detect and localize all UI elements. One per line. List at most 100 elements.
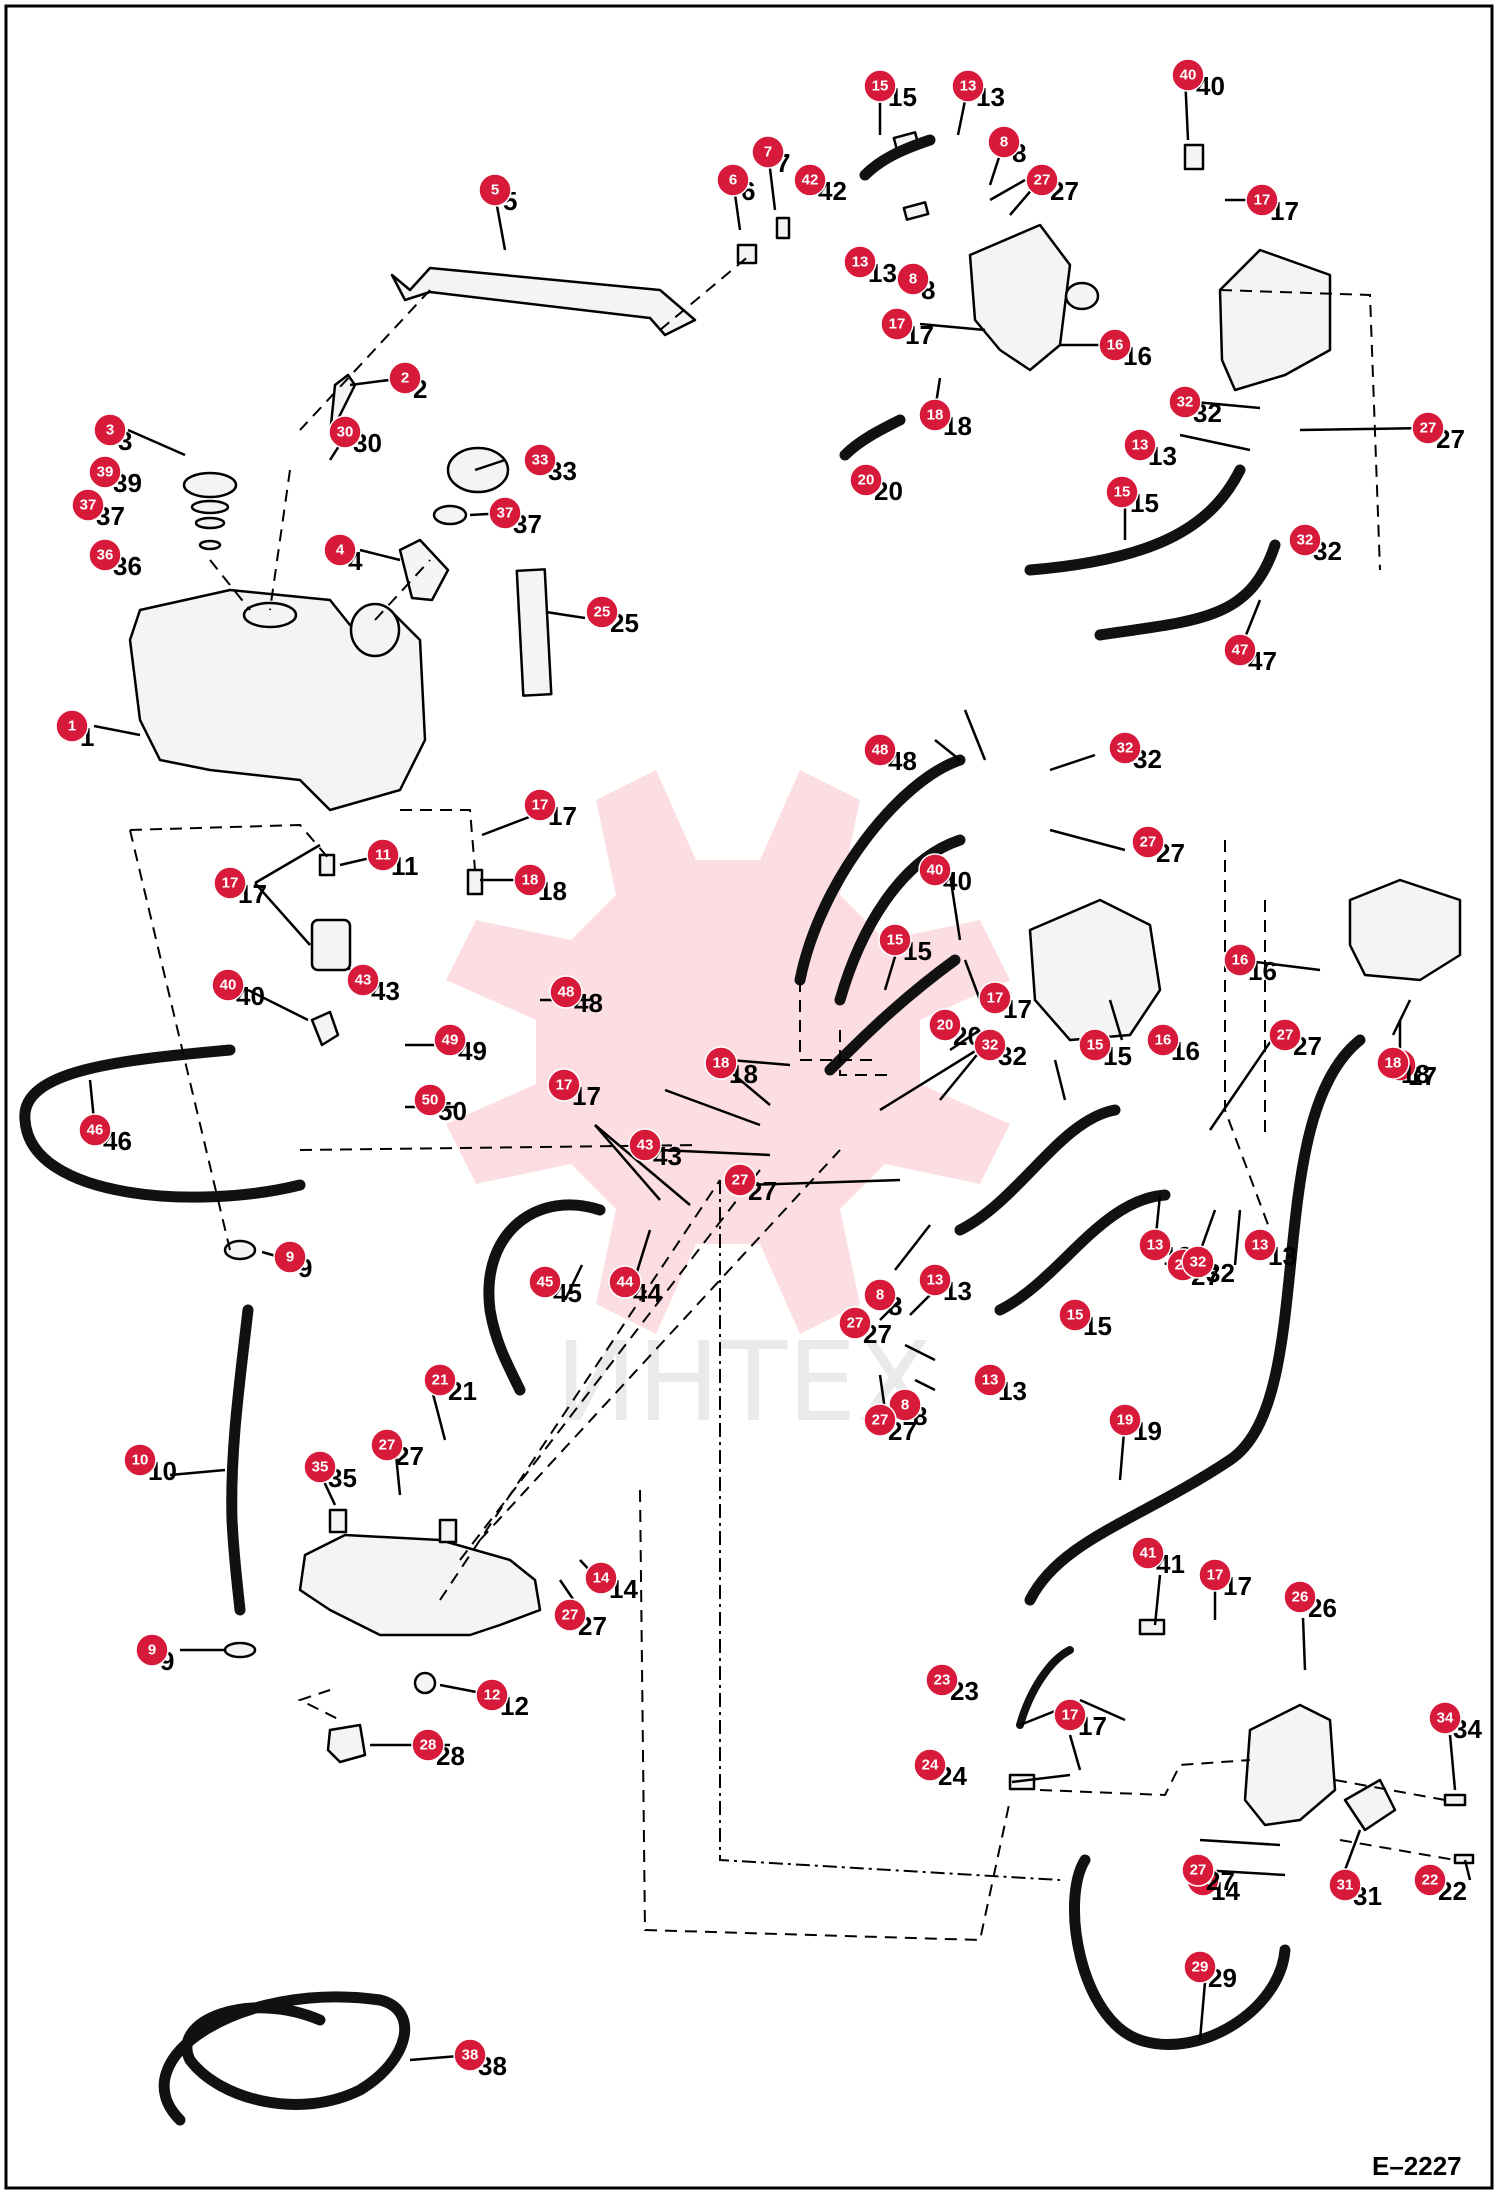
callout-bubble [1268,1018,1302,1052]
callout-number: 27 [872,1412,889,1429]
callout-1: 11 [55,709,94,752]
motor-shaft [1064,281,1100,311]
callout-number: 8 [1000,134,1008,151]
callout-bubble [1025,163,1059,197]
callout-number: 17 [1254,192,1271,209]
callout-bubble [863,1278,897,1312]
callout-bubble [478,173,512,207]
callout-bubble [135,1633,169,1667]
hydraulic-tank [128,588,427,812]
callout-number: 26 [1292,1589,1309,1606]
callout-number: 27 [1420,420,1437,437]
callout-bubble [978,981,1012,1015]
callout-number: 41 [1140,1545,1157,1562]
callout-bubble [878,923,912,957]
callout-bubble [987,125,1021,159]
hose-15-right-lower [994,1189,1171,1316]
callout-number: 35 [312,1459,329,1476]
callout-number: 16 [1107,337,1124,354]
clamp-9-upper [223,1239,257,1261]
hose-15-mid [834,834,966,1006]
callout-bubble [973,1363,1007,1397]
callout-number: 40 [1180,67,1197,84]
callout-bubble [1108,731,1142,765]
plate-31 [1343,1778,1397,1832]
callout-bubble [716,163,750,197]
callout-bubble [93,413,127,447]
dash-valve-left [1039,1759,1251,1797]
dash-tank-dipstick [269,469,291,611]
callout-bubble [863,1403,897,1437]
callout-bubble [973,1028,1007,1062]
callout-bubble [523,788,557,822]
callout-number: 18 [713,1055,730,1072]
hose-48 [794,754,966,986]
callout-bubble [751,135,785,169]
hose-10 [226,1304,254,1616]
callout-bubble [1183,1950,1217,1984]
callout-number: 25 [594,604,611,621]
pump-port-27 [328,1508,348,1534]
filter-43 [310,918,352,972]
callout-bubble [78,1113,112,1147]
callout-number: 8 [901,1397,909,1414]
callout-bubble [793,163,827,197]
callout-bubble [1098,328,1132,362]
callout-bubble [704,1046,738,1080]
callout-bubble [528,1265,562,1299]
callout-number: 44 [617,1274,634,1291]
callout-bubble [1058,1298,1092,1332]
callout-bubble [1288,523,1322,557]
callout-bubble [346,963,380,997]
callout-number: 27 [562,1607,579,1624]
bolt-34 [1443,1793,1467,1807]
bolt-7 [775,216,791,240]
drive-motor-middle [1028,898,1162,1042]
drawing-code: E–2227 [1372,2151,1462,2181]
dash-tank-right [400,809,476,871]
callout-number: 27 [379,1437,396,1454]
callout-number: 15 [887,932,904,949]
callout-bubble [1428,1701,1462,1735]
callout-number: 11 [375,847,391,864]
callout-bubble [863,69,897,103]
callout-bubble [273,1240,307,1274]
callout-number: 47 [1232,642,1249,659]
dash-motor-top-right [1219,289,1381,571]
dash-left-down [129,829,231,1251]
dash-mid-motor [799,980,880,1061]
callout-number: 48 [558,984,575,1001]
callout-number: 36 [97,547,114,564]
dash-right-motor [1224,840,1271,1231]
callout-bubble [1181,1853,1215,1887]
callout-bubble [433,1023,467,1057]
drive-motor-top-right [1218,248,1332,392]
callout-number: 22 [1422,1872,1439,1889]
callout-bubble [388,361,422,395]
callout-bubble [1108,1403,1142,1437]
callout-number: 43 [637,1137,654,1154]
callout-number: 19 [1117,1412,1134,1429]
callout-number: 16 [1155,1032,1172,1049]
